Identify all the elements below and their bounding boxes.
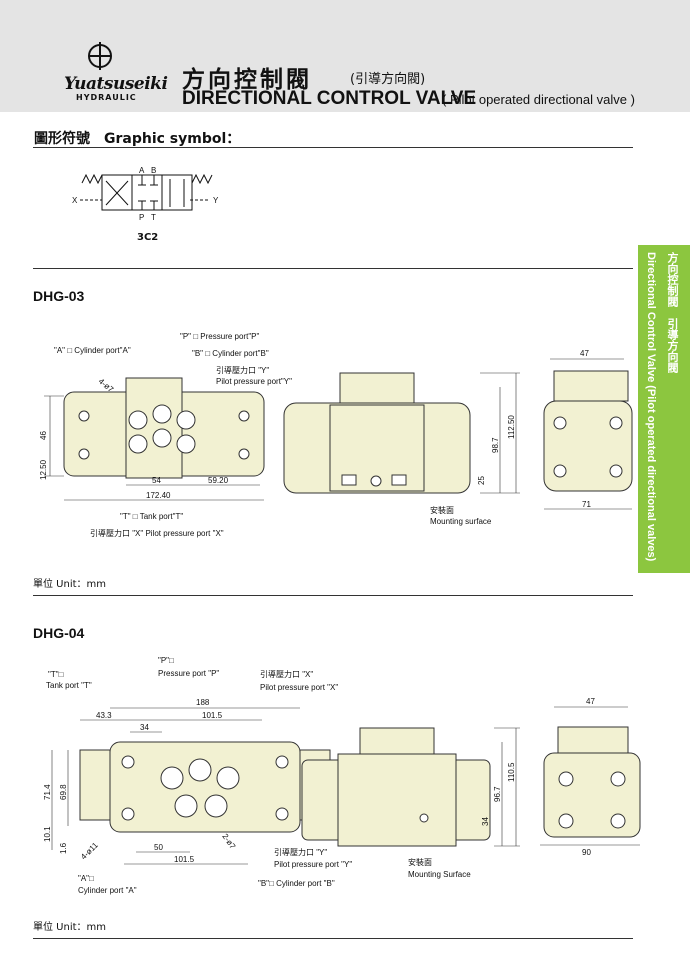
dhg03-cylinder-b-label: "B" □ Cylinder port"B" <box>192 349 269 358</box>
dhg03-cylinder-a-label: "A" □ Cylinder port"A" <box>54 346 131 355</box>
dim-25: 25 <box>477 476 486 485</box>
dim-47: 47 <box>580 349 589 358</box>
symbol-port-t: T <box>151 213 156 222</box>
dhg04-pressure-cn: "P"□ <box>158 656 174 665</box>
dhg04-side-view: 47 90 <box>540 697 641 857</box>
dim-101-5b: 101.5 <box>174 855 195 864</box>
side-tab-en: Directional Control Valve (Pilot operate… <box>645 252 657 562</box>
dhg03-mount-en: Mounting surface <box>430 517 492 526</box>
dhg04-top-view: 188 43.3 101.5 34 71.4 69.8 10.1 1.6 50 … <box>43 656 352 895</box>
model-dhg03: DHG-03 <box>33 288 85 304</box>
divider <box>33 595 633 596</box>
symbol-port-p: P <box>139 213 144 222</box>
dhg04-mount-en: Mounting Surface <box>408 870 471 879</box>
dhg04-pilot-y-cn: 引導壓力口 "Y" <box>274 847 327 857</box>
dhg04-cyl-a-cn: "A"□ <box>78 874 94 883</box>
dhg04-hole1: 4-ø11 <box>79 840 100 861</box>
dim-96-7: 96.7 <box>493 786 502 802</box>
symbol-y: Y <box>213 196 219 205</box>
dim-101-5: 101.5 <box>202 711 223 720</box>
dhg04-cyl-a-en: Cylinder port "A" <box>78 886 137 895</box>
symbol-code: 3C2 <box>137 232 159 243</box>
dhg03-pilot-y-cn: 引導壓力口 "Y" <box>216 365 269 375</box>
valve-symbol: A B P T X Y <box>72 166 219 222</box>
page-title: DIRECTIONAL CONTROL VALVE <box>182 88 477 109</box>
dim-50: 50 <box>154 843 163 852</box>
model-dhg04: DHG-04 <box>33 625 85 641</box>
dim-71: 71 <box>582 500 591 509</box>
dim-71-4: 71.4 <box>43 784 52 800</box>
header-band <box>0 0 690 112</box>
page-title-cn: 方向控制閥 <box>182 67 312 93</box>
dhg03-side-view: 47 71 <box>543 349 633 510</box>
dim-46: 46 <box>39 431 48 440</box>
dhg04-tank-cn: "T"□ <box>48 670 64 679</box>
dhg04-mount-cn: 安裝面 <box>408 857 432 867</box>
dhg04-pilot-y-en: Pilot pressure port "Y" <box>274 860 352 869</box>
side-tab-cn: 方向控制閥 引導方向閥 <box>666 252 679 373</box>
dim-172-40: 172.40 <box>146 491 171 500</box>
dhg03-pilot-x-label: 引導壓力口 "X" Pilot pressure port "X" <box>90 528 224 538</box>
dim-188: 188 <box>196 698 210 707</box>
dim-34: 34 <box>140 723 149 732</box>
brand-subtitle: HYDRAULIC <box>76 93 137 102</box>
brand-name: Yuatsuseiki <box>64 74 168 94</box>
dim-98-7: 98.7 <box>491 437 500 453</box>
page-subtitle: ( Pilot operated directional valve ) <box>442 92 635 107</box>
dim-47b: 47 <box>586 697 595 706</box>
dhg04-pilot-x-en: Pilot pressure port "X" <box>260 683 338 692</box>
dim-54: 54 <box>152 476 161 485</box>
dhg03-mount-cn: 安裝面 <box>430 505 454 515</box>
dim-12-50: 12.50 <box>39 459 48 480</box>
dhg03-front-view: 98.7 112.50 25 安裝面 Mounting surface <box>283 372 520 526</box>
dim-43-3: 43.3 <box>96 711 112 720</box>
dhg03-pilot-y-en: Pilot pressure port"Y" <box>216 377 292 386</box>
dim-59-20: 59.20 <box>208 476 229 485</box>
dhg03-top-view: 46 12.50 54 59.20 172.40 4-ø7 "A" □ Cyli… <box>39 332 292 538</box>
dhg04-front-view: 96.7 110.5 34 安裝面 Mounting Surface <box>301 727 520 879</box>
symbol-port-a: A <box>139 166 145 175</box>
dim-110-5: 110.5 <box>507 762 516 782</box>
divider <box>33 938 633 939</box>
unit-label-04: 單位 Unit：mm <box>33 922 107 933</box>
dhg04-cyl-b: "B"□ Cylinder port "B" <box>258 879 335 888</box>
dhg04-tank-en: Tank port "T" <box>46 681 92 690</box>
dhg03-pressure-p-label: "P" □ Pressure port"P" <box>180 332 259 341</box>
dhg04-hole2: 2-ø7 <box>220 832 237 851</box>
dhg03-tank-t-label: "T" □ Tank port"T" <box>120 512 183 521</box>
dim-112-50: 112.50 <box>507 415 516 439</box>
dhg04-pressure-en: Pressure port "P" <box>158 669 219 678</box>
divider <box>33 147 633 148</box>
unit-label-03: 單位 Unit：mm <box>33 579 107 590</box>
page-subtitle-cn: (引導方向閥) <box>350 72 426 87</box>
graphic-symbol-heading: 圖形符號 Graphic symbol： <box>34 131 241 147</box>
dhg04-pilot-x-cn: 引導壓力口 "X" <box>260 669 313 679</box>
symbol-x: X <box>72 196 78 205</box>
dim-90: 90 <box>582 848 591 857</box>
dim-1-6: 1.6 <box>59 842 68 854</box>
dim-34b: 34 <box>481 817 490 826</box>
dim-10-1: 10.1 <box>43 826 52 842</box>
logo-icon <box>88 42 112 70</box>
side-tab <box>638 245 690 573</box>
dim-69-8: 69.8 <box>59 784 68 800</box>
divider <box>33 268 633 269</box>
symbol-port-b: B <box>151 166 156 175</box>
